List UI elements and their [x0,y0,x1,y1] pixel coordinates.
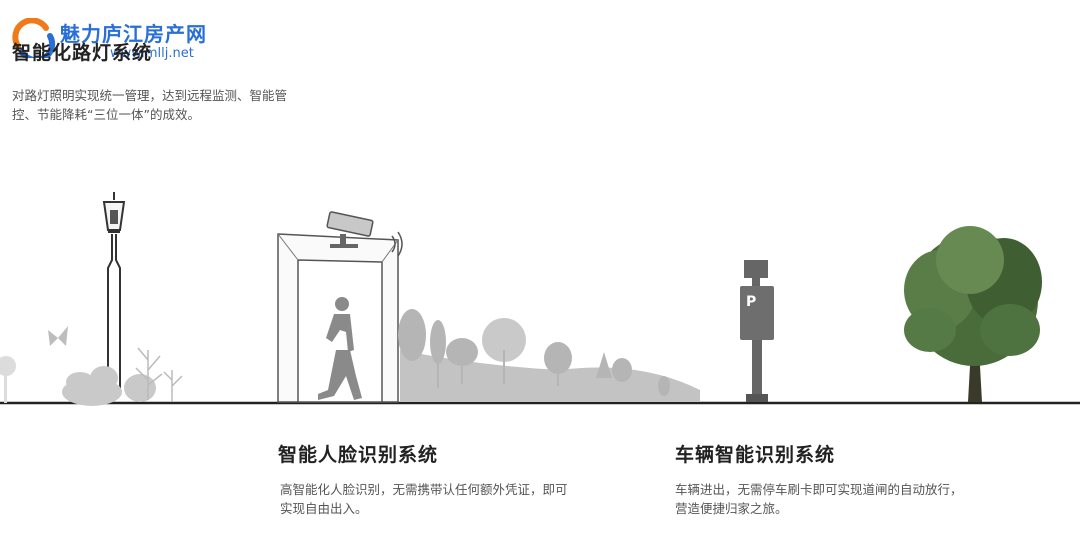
street-lamp-icon [102,192,126,390]
face-recognition-description: 高智能化人脸识别，无需携带认任何额外凭证，即可实现自由出入。 [280,482,568,516]
plant-icon [135,347,183,402]
watermark-url: www.mllj.net [110,46,194,61]
vehicle-recognition-description: 车辆进出，无需停车刷卡即可实现道闸的自动放行，营造便捷归家之旅。 [675,482,963,516]
vehicle-recognition-title: 车辆智能识别系统 [675,444,836,466]
butterfly-icon [48,326,68,346]
illustration-scene: P [0,192,1080,406]
security-camera-icon [326,211,403,257]
parking-sign-letter: P [746,294,756,310]
watermark-logo-icon [12,18,56,58]
background-trees [398,309,700,402]
faint-tree-icon [0,356,16,403]
bush-icon [62,366,156,406]
streetlight-description: 对路灯照明实现统一管理，达到远程监测、智能管控、节能降耗“三位一体”的成效。 [12,88,288,122]
face-recognition-title: 智能人脸识别系统 [278,444,439,466]
watermark-title: 魅力庐江房产网 [60,22,207,46]
parking-meter-icon: P [740,260,774,402]
watermark: 魅力庐江房产网 www.mllj.net [12,16,252,61]
tree-icon [904,226,1042,402]
walking-person-icon [318,297,362,400]
streetlight-title: 智能化路灯系统 [12,42,153,64]
